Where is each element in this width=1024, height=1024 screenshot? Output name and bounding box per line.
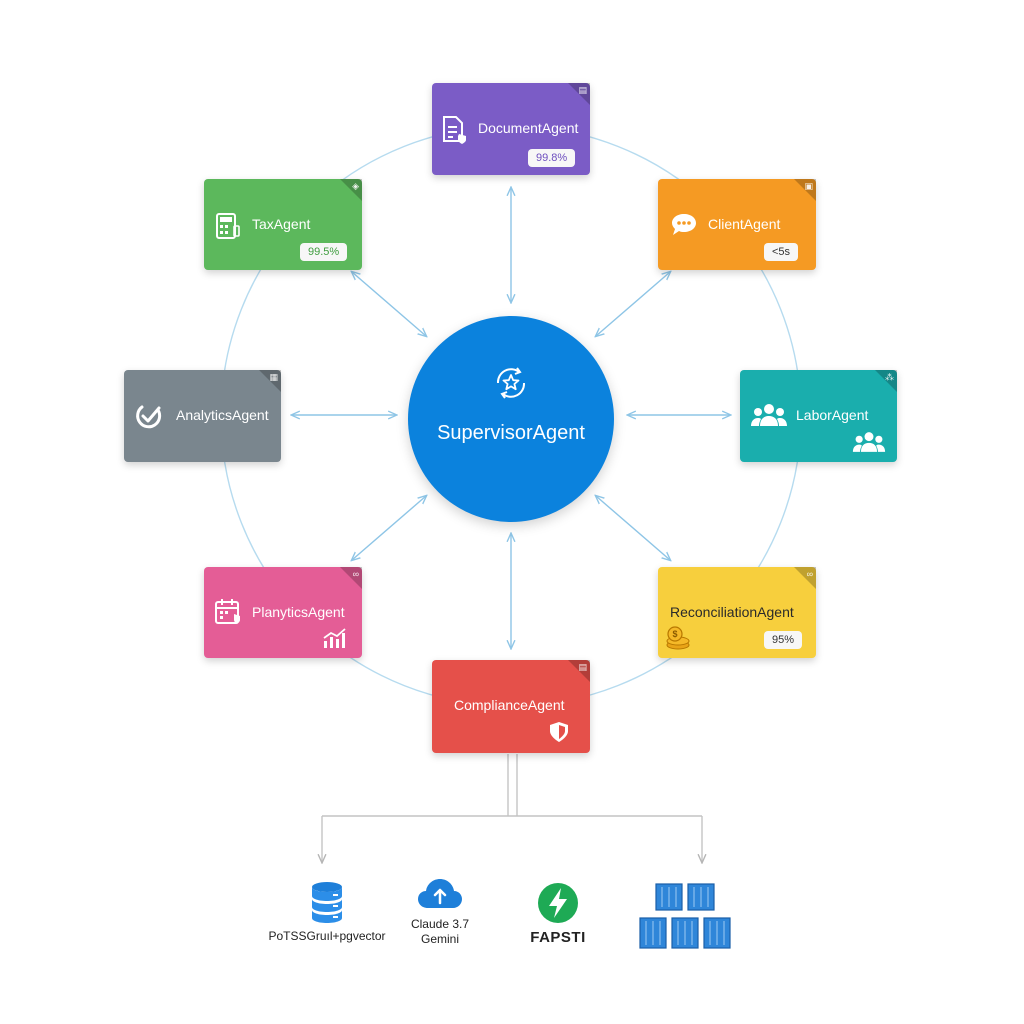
link-small-icon: ∞ (806, 569, 813, 579)
spoke-planytics (352, 496, 426, 560)
planytics-agent-label: PlanyticsAgent (252, 604, 345, 620)
tag-small-icon: ◈ (352, 181, 359, 191)
document-icon (443, 116, 466, 144)
tech-api: FAPSTI (518, 882, 598, 946)
card-fold (794, 179, 816, 201)
tech-database: PoTSSGruıl+pgvector (262, 880, 392, 944)
compliance-agent-card[interactable]: ▤ ComplianceAgent (432, 660, 590, 753)
supervisor-agent-node[interactable]: SupervisorAgent (408, 316, 614, 522)
card-fold (875, 370, 897, 392)
reconciliation-agent-label: ReconciliationAgent (670, 604, 794, 620)
labor-agent-card[interactable]: ⁂ LaborAgent (740, 370, 897, 462)
card-fold (340, 567, 362, 589)
document-agent-label: DocumentAgent (478, 120, 579, 136)
card-fold (340, 179, 362, 201)
planytics-agent-card[interactable]: ∞ PlanyticsAgent (204, 567, 362, 658)
tech-llm-line2: Gemini (420, 932, 459, 946)
cubes-icon (639, 883, 731, 949)
reconciliation-agent-rate-badge: 95% (764, 631, 803, 649)
spoke-client (596, 272, 670, 336)
tax-agent-accuracy-badge: 99.5% (300, 243, 348, 261)
people-icon (751, 404, 787, 426)
tech-llm-line1: Claude 3.7 (410, 917, 470, 931)
tax-agent-label: TaxAgent (252, 216, 311, 232)
tech-api-label: FAPSTI (530, 929, 586, 946)
chat-icon (672, 214, 696, 235)
client-agent-label: ClientAgent (708, 216, 781, 232)
bolt-icon (538, 883, 578, 923)
coins-icon: $ (666, 626, 690, 650)
compliance-agent-label: ComplianceAgent (454, 697, 565, 713)
tax-agent-card[interactable]: ◈ TaxAgent 99.5% (204, 179, 362, 270)
calendar-icon (215, 599, 240, 624)
tech-database-label: PoTSSGruıl+pgvector (268, 929, 386, 943)
bar-chart-icon (323, 628, 346, 648)
refresh-star-icon (496, 367, 526, 399)
spoke-reconciliation (596, 496, 670, 560)
grid-small-icon: ▦ (269, 372, 278, 382)
tech-llm: Claude 3.7 Gemini (400, 876, 480, 947)
people-small-icon: ⁂ (885, 372, 894, 382)
link-small-icon: ∞ (352, 569, 359, 579)
client-agent-card[interactable]: ▣ ClientAgent <5s (658, 179, 816, 270)
database-icon (312, 882, 342, 923)
document-agent-card[interactable]: ▤ DocumentAgent 99.8% (432, 83, 590, 175)
card-fold (568, 83, 590, 105)
tech-containers (638, 882, 738, 959)
labor-agent-label: LaborAgent (796, 407, 869, 423)
analytics-agent-label: AnalyticsAgent (176, 407, 269, 423)
file-small-icon: ▤ (578, 662, 587, 672)
supervisor-agent-label: SupervisorAgent (437, 422, 585, 444)
file-small-icon: ▣ (804, 181, 813, 191)
file-small-icon: ▤ (578, 85, 587, 95)
people-icon (852, 432, 886, 452)
reconciliation-agent-card[interactable]: ∞ ReconciliationAgent $ 95% (658, 567, 816, 658)
calculator-icon (216, 213, 240, 239)
document-agent-accuracy-badge: 99.8% (528, 149, 576, 167)
client-agent-latency-badge: <5s (764, 243, 799, 261)
analytics-agent-card[interactable]: ▦ AnalyticsAgent (124, 370, 281, 462)
gauge-icon (136, 405, 162, 429)
spoke-tax (352, 272, 426, 336)
card-fold (259, 370, 281, 392)
card-fold (568, 660, 590, 682)
card-fold (794, 567, 816, 589)
cloud-icon (418, 879, 462, 908)
shield-icon (550, 722, 568, 742)
svg-text:$: $ (672, 629, 677, 639)
